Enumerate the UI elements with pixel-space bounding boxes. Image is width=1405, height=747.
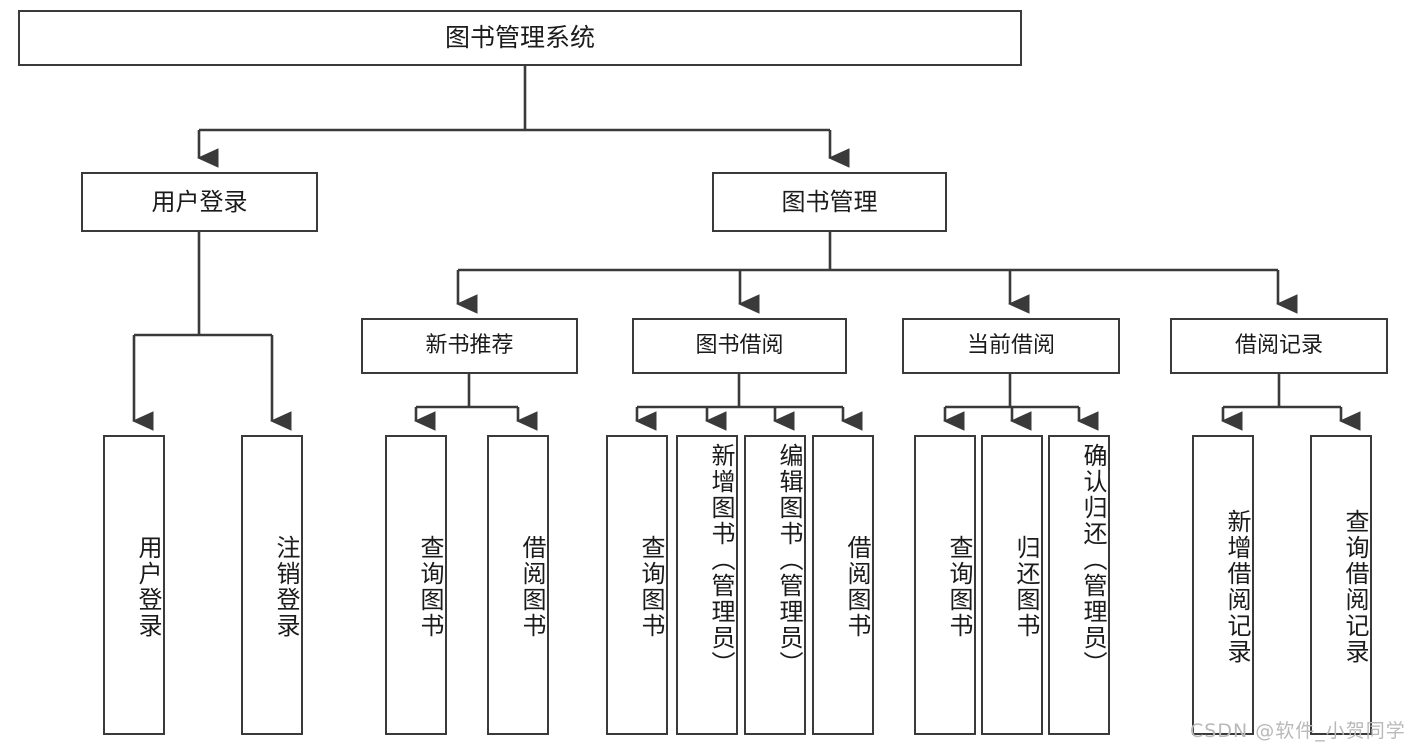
node-label: 借阅记录 bbox=[1234, 333, 1323, 359]
node-label: 当前借阅 bbox=[966, 333, 1055, 359]
node-label: 图书管理 bbox=[781, 188, 878, 216]
leaf-node[interactable]: 归还图书 bbox=[981, 435, 1043, 735]
node-label: 查询图书 bbox=[416, 535, 444, 639]
node-label: 新增图书（管理员） bbox=[707, 443, 735, 677]
node-new-book-recommend[interactable]: 新书推荐 bbox=[361, 318, 578, 374]
leaf-node[interactable]: 用户登录 bbox=[103, 435, 165, 735]
node-book-borrow[interactable]: 图书借阅 bbox=[632, 318, 847, 374]
leaf-node[interactable]: 查询图书 bbox=[606, 435, 668, 735]
leaf-node[interactable]: 确认归还（管理员） bbox=[1048, 435, 1110, 735]
node-label: 编辑图书（管理员） bbox=[775, 443, 803, 677]
node-label: 用户登录 bbox=[151, 188, 248, 216]
leaf-node[interactable]: 注销登录 bbox=[241, 435, 303, 735]
node-label: 图书借阅 bbox=[695, 333, 784, 359]
node-label: 借阅图书 bbox=[518, 535, 546, 639]
node-label: 确认归还（管理员） bbox=[1079, 443, 1107, 677]
leaf-node[interactable]: 新增借阅记录 bbox=[1192, 435, 1254, 735]
leaf-node[interactable]: 借阅图书 bbox=[487, 435, 549, 735]
node-label: 新增借阅记录 bbox=[1223, 509, 1251, 665]
node-label: 查询图书 bbox=[945, 535, 973, 639]
leaf-node[interactable]: 查询图书 bbox=[914, 435, 976, 735]
node-label: 查询图书 bbox=[637, 535, 665, 639]
node-label: 查询借阅记录 bbox=[1341, 509, 1369, 665]
node-borrow-record[interactable]: 借阅记录 bbox=[1170, 318, 1388, 374]
leaf-node[interactable]: 查询图书 bbox=[385, 435, 447, 735]
leaf-node[interactable]: 借阅图书 bbox=[812, 435, 874, 735]
leaf-node[interactable]: 编辑图书（管理员） bbox=[744, 435, 806, 735]
leaf-node[interactable]: 新增图书（管理员） bbox=[676, 435, 738, 735]
csdn-watermark: CSDN @软件_小贺同学 bbox=[1190, 720, 1405, 742]
node-label: 用户登录 bbox=[134, 535, 162, 639]
node-user-login[interactable]: 用户登录 bbox=[81, 172, 318, 232]
node-label: 注销登录 bbox=[272, 535, 300, 639]
node-book-management[interactable]: 图书管理 bbox=[712, 172, 947, 232]
node-label: 新书推荐 bbox=[425, 333, 514, 359]
node-label: 归还图书 bbox=[1012, 535, 1040, 639]
node-label: 图书管理系统 bbox=[444, 23, 595, 53]
node-current-borrow[interactable]: 当前借阅 bbox=[902, 318, 1120, 374]
node-label: 借阅图书 bbox=[843, 535, 871, 639]
leaf-node[interactable]: 查询借阅记录 bbox=[1310, 435, 1372, 735]
node-root-system[interactable]: 图书管理系统 bbox=[18, 10, 1022, 66]
